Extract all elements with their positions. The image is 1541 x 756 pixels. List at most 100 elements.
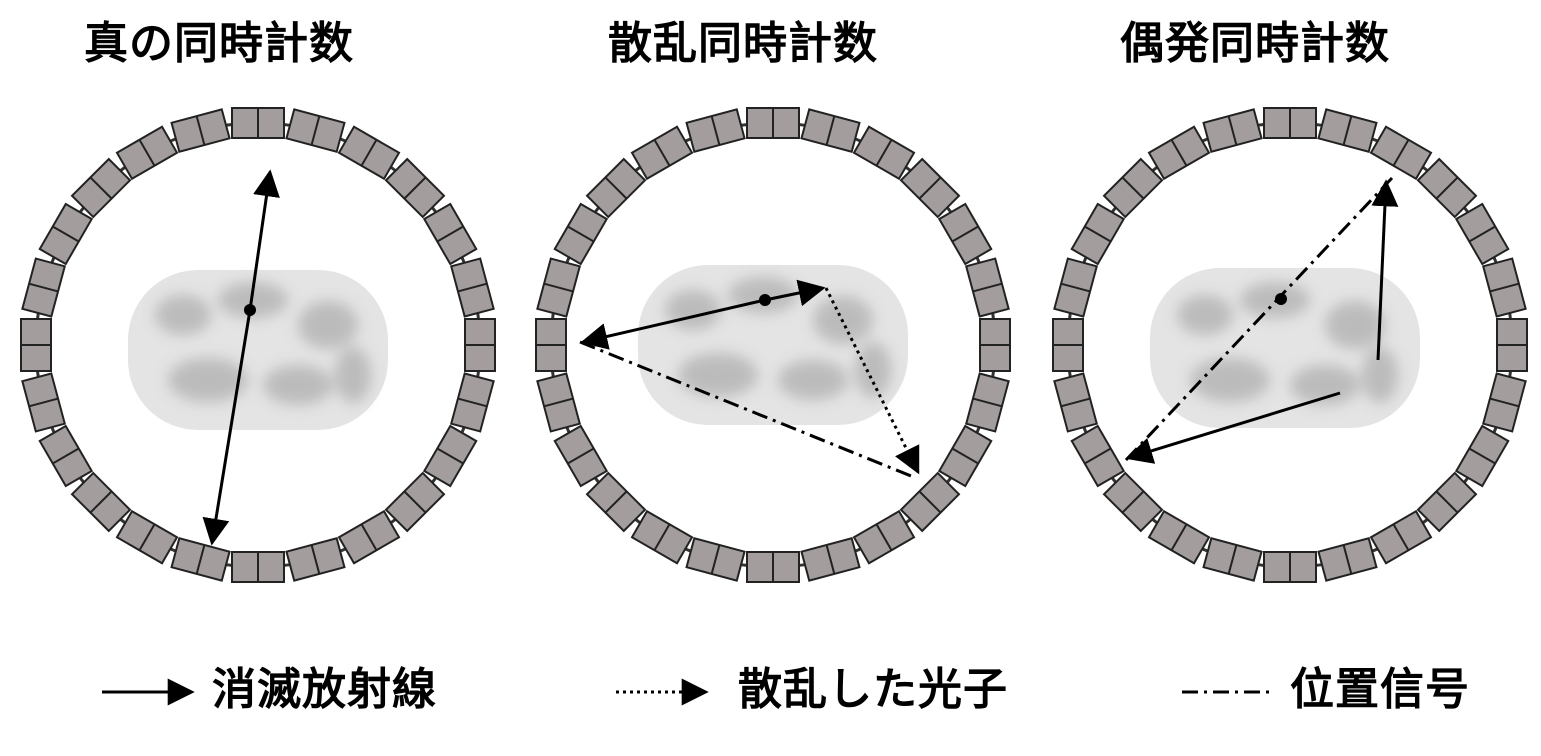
detector-block: [285, 536, 346, 582]
detector-block: [979, 318, 1011, 372]
detector-block: [800, 108, 861, 154]
detector-block: [1263, 551, 1317, 583]
legend-dotted-arrow: [616, 678, 709, 706]
detector-block: [585, 471, 647, 533]
detector-block: [170, 536, 231, 582]
detector-array: [1052, 107, 1528, 583]
annihilation-arrow-up: [1371, 179, 1399, 361]
detector-block: [1263, 107, 1317, 139]
detector-block: [1102, 471, 1164, 533]
detector-block: [746, 551, 800, 583]
title-scatter-coincidence: 散乱同時計数: [608, 18, 878, 69]
detector-block: [38, 202, 94, 266]
detector-block: [1496, 318, 1528, 372]
detector-block: [170, 108, 231, 154]
legend-solid-arrow: [102, 678, 195, 706]
detector-block: [964, 372, 1010, 433]
detector-block: [231, 107, 285, 139]
detector-block: [1481, 257, 1527, 318]
detector-block: [937, 202, 993, 266]
detector-block: [1416, 157, 1478, 219]
detector-block: [21, 372, 67, 433]
detector-block: [536, 257, 582, 318]
detector-block: [1070, 202, 1126, 266]
detector-block: [964, 257, 1010, 318]
detector-array: [20, 107, 496, 583]
detector-block: [1416, 471, 1478, 533]
detector-block: [449, 372, 495, 433]
detector-block: [1369, 509, 1433, 565]
diagram-true-coincidence: [20, 107, 496, 583]
detector-block: [384, 157, 446, 219]
detector-block: [630, 125, 694, 181]
detector-block: [464, 318, 496, 372]
detector-block: [1147, 509, 1211, 565]
detector-block: [1317, 536, 1378, 582]
detector-block: [585, 157, 647, 219]
detector-block: [899, 157, 961, 219]
detector-block: [746, 107, 800, 139]
annihilation-point: [759, 294, 771, 306]
detector-block: [535, 318, 567, 372]
annihilation-point: [1275, 293, 1287, 305]
patient-phantom: [128, 270, 388, 430]
legend-label-annihilation-radiation: 消滅放射線: [212, 664, 437, 715]
detector-block: [1202, 108, 1263, 154]
annihilation-point: [244, 304, 256, 316]
detector-block: [337, 125, 401, 181]
detector-block: [1070, 424, 1126, 488]
detector-block: [422, 202, 478, 266]
position-signal-line: [579, 340, 917, 480]
detector-block: [38, 424, 94, 488]
detector-block: [852, 125, 916, 181]
detector-block: [384, 471, 446, 533]
detector-block: [1454, 424, 1510, 488]
title-random-coincidence: 偶発同時計数: [1120, 18, 1390, 69]
diagram-random-coincidence: [1052, 107, 1528, 583]
detector-block: [1053, 372, 1099, 433]
annihilation-arrow-right: [764, 279, 826, 307]
detector-block: [553, 202, 609, 266]
detector-block: [449, 257, 495, 318]
diagram-scatter-coincidence: [535, 107, 1011, 583]
detector-block: [1369, 125, 1433, 181]
detector-block: [1102, 157, 1164, 219]
detector-block: [70, 157, 132, 219]
patient-phantom: [1150, 268, 1420, 428]
detector-block: [899, 471, 961, 533]
detector-block: [422, 424, 478, 488]
legend-dash-dot-line: [1182, 690, 1274, 694]
detector-block: [1454, 202, 1510, 266]
legend-label-scattered-photon: 散乱した光子: [738, 664, 1008, 715]
detector-block: [800, 536, 861, 582]
annihilation-arrow-down: [202, 309, 252, 546]
legend-label-position-signal: 位置信号: [1290, 664, 1470, 715]
detector-block: [553, 424, 609, 488]
detector-block: [536, 372, 582, 433]
annihilation-arrow-left: [1125, 391, 1341, 464]
detector-block: [1317, 108, 1378, 154]
detector-block: [231, 551, 285, 583]
detector-block: [1053, 257, 1099, 318]
annihilation-arrow-left: [580, 298, 766, 350]
detector-block: [115, 509, 179, 565]
detector-array: [535, 107, 1011, 583]
annihilation-arrow-up: [248, 169, 280, 311]
detector-block: [70, 471, 132, 533]
detector-block: [685, 108, 746, 154]
detector-block: [1052, 318, 1084, 372]
detector-block: [852, 509, 916, 565]
title-true-coincidence: 真の同時計数: [84, 18, 354, 69]
position-signal-line: [1124, 176, 1394, 462]
detector-block: [1202, 536, 1263, 582]
detector-block: [115, 125, 179, 181]
detector-block: [685, 536, 746, 582]
legend: 消滅放射線 散乱した光子 位置信号: [0, 650, 1541, 750]
detector-block: [337, 509, 401, 565]
detector-block: [285, 108, 346, 154]
detector-block: [20, 318, 52, 372]
detector-block: [1147, 125, 1211, 181]
detector-block: [630, 509, 694, 565]
detector-block: [1481, 372, 1527, 433]
detector-block: [21, 257, 67, 318]
